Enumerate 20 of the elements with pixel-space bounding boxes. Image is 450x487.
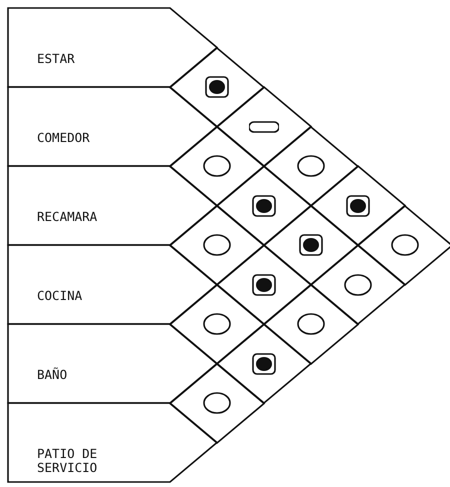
room-name: COMEDOR	[37, 130, 91, 144]
circle-icon	[296, 312, 326, 336]
room-row	[8, 166, 217, 245]
circle-icon	[202, 312, 232, 336]
circle-icon	[343, 272, 373, 296]
room-name: COCINA	[37, 288, 84, 302]
room-row	[8, 245, 217, 324]
room-row	[8, 324, 217, 403]
room-name: RECAMARA	[37, 210, 98, 224]
circle-icon	[202, 233, 232, 257]
circle-icon	[202, 154, 232, 178]
circle-icon	[390, 233, 420, 257]
room-row	[8, 8, 217, 87]
circle-icon	[296, 154, 326, 178]
room-row	[8, 403, 217, 482]
room-name: BAÑO	[37, 368, 68, 382]
room-name: ESTAR	[37, 52, 76, 66]
room-name: PATIO DE SERVICIO	[37, 446, 98, 474]
circle-icon	[202, 391, 232, 415]
room-row	[8, 87, 217, 166]
